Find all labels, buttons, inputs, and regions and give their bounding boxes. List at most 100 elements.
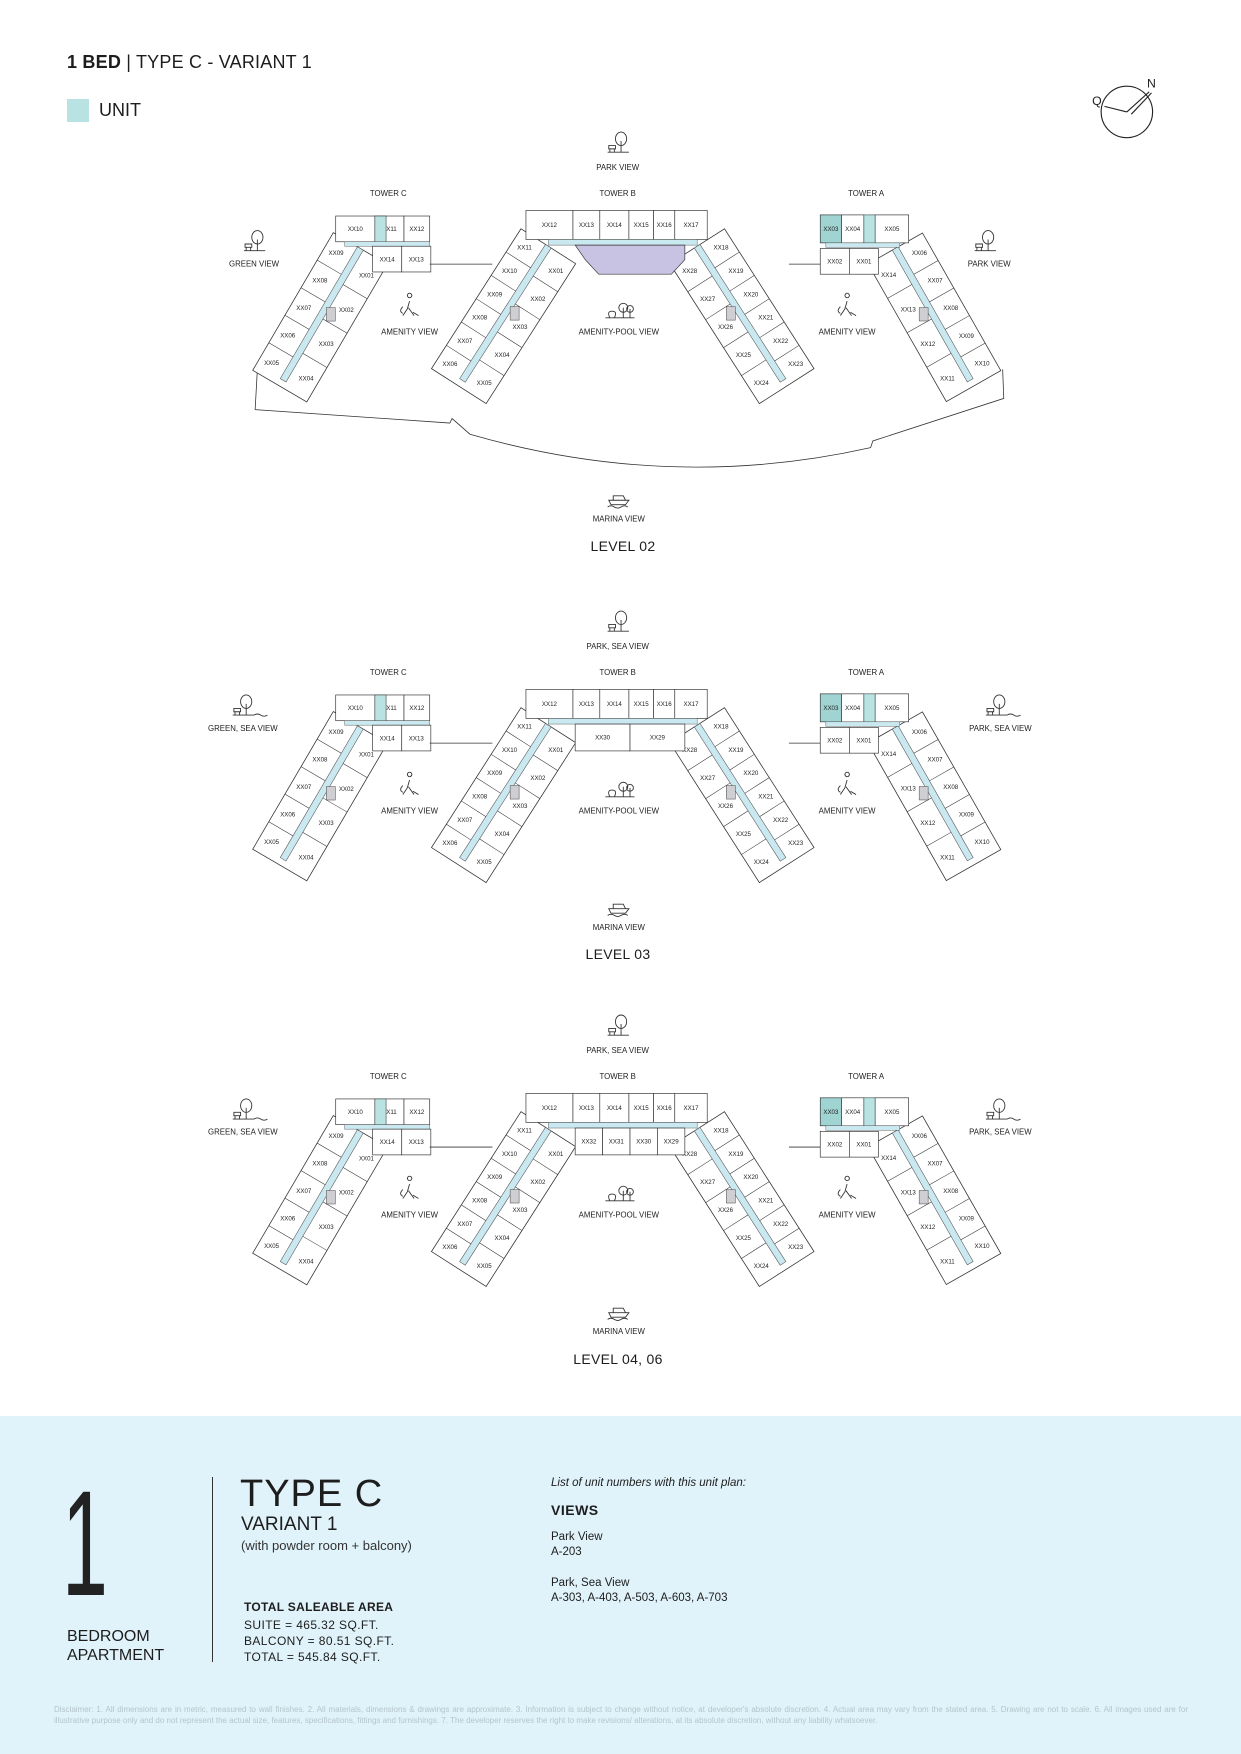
tree-bench-shape (985, 1098, 1008, 1120)
unit-number: XX29 (664, 1139, 680, 1146)
unit-number: XX10 (975, 839, 991, 846)
unit-divider (533, 754, 558, 771)
unit-number: XX19 (728, 1151, 744, 1158)
amenity-icon (837, 292, 857, 316)
tower-b-label: TOWER B (600, 189, 636, 198)
unit-cell (572, 1093, 601, 1123)
unit-number: XX11 (517, 724, 532, 731)
stair-cell (863, 693, 876, 723)
unit-divider (907, 318, 932, 334)
legend-unit-label: UNIT (99, 100, 141, 120)
unit-number: XX03 (319, 1224, 335, 1231)
unit-number: XX12 (409, 1109, 425, 1116)
unit-number: XX12 (920, 820, 936, 827)
unit-number: XX03 (512, 803, 528, 810)
view-name: Park, Sea View (551, 1577, 630, 1589)
person-shape (837, 292, 857, 316)
unit-divider (729, 754, 755, 771)
unit-number: XX16 (657, 1105, 673, 1112)
unit-cell (525, 1093, 574, 1123)
pool-icon (605, 781, 635, 798)
unit-cell (525, 210, 574, 240)
unit-number: XX10 (348, 226, 364, 233)
unit-number: XX13 (409, 256, 425, 263)
unit-divider (913, 260, 939, 275)
elevator-core (918, 307, 929, 322)
unit-cell (372, 1128, 403, 1156)
tower-c-label: TOWER C (370, 189, 407, 198)
unit-number: XX06 (442, 361, 458, 368)
unit-number: XX08 (312, 756, 328, 763)
unit-number: XX14 (881, 272, 897, 279)
unit-number: XX14 (380, 256, 396, 263)
elevator-core (918, 786, 929, 801)
unit-divider (687, 275, 713, 292)
unit-number: XX01 (359, 272, 375, 279)
views-heading: VIEWS (551, 1502, 599, 1518)
unit-summary-panel (0, 1416, 1241, 1754)
unit-divider (887, 1167, 913, 1182)
total-area: TOTAL = 545.84 SQ.FT. (244, 1650, 381, 1664)
unit-number: XX11 (940, 375, 955, 382)
unit-number: XX13 (579, 1105, 595, 1112)
unit-divider (476, 777, 501, 794)
unit-divider (887, 284, 913, 299)
unit-number: XX12 (409, 705, 425, 712)
unit-number: XX02 (530, 775, 546, 782)
unit-number: XX14 (607, 222, 623, 229)
corridor (825, 1125, 900, 1131)
unit-cell (525, 689, 574, 719)
marina-view-label: MARINA VIEW (593, 1327, 646, 1336)
pool-icon (605, 1185, 635, 1202)
unit-divider (687, 754, 713, 771)
unit-number: XX03 (823, 705, 839, 712)
amenity-view-label: AMENITY VIEW (819, 328, 876, 337)
unit-divider (342, 1167, 368, 1182)
unit-number: XX18 (713, 245, 729, 252)
unit-cell (628, 689, 654, 719)
person-shape (400, 292, 419, 316)
tree-bench-shape (232, 694, 255, 716)
sea-icon (232, 694, 268, 717)
unit-number: XX07 (457, 338, 473, 345)
unit-divider (505, 1134, 531, 1151)
unit-number: XX04 (495, 1235, 511, 1242)
page-title: 1 BED | TYPE C - VARIANT 1 (67, 52, 312, 73)
unit-number: XX10 (502, 268, 518, 275)
elevator-core (509, 1189, 520, 1204)
title-separator: | (121, 52, 136, 72)
unit-number: XX26 (718, 803, 734, 810)
unit-divider (515, 1186, 540, 1203)
unit-number: XX28 (682, 747, 698, 754)
unit-number: XX15 (634, 701, 650, 708)
unit-number: XX02 (827, 259, 843, 266)
unit-divider (476, 298, 501, 315)
person-shape (837, 771, 857, 795)
suite-area: SUITE = 465.32 SQ.FT. (244, 1618, 379, 1632)
unit-divider (714, 730, 740, 747)
area-heading: TOTAL SALEABLE AREA (244, 1600, 394, 1614)
trees-shape (605, 302, 635, 319)
unit-number: XX02 (827, 1141, 843, 1148)
unit-divider (461, 1204, 486, 1221)
unit-number: XX01 (856, 738, 872, 745)
unit-divider (960, 821, 986, 837)
stair-cell (374, 694, 387, 721)
unit-divider (729, 275, 755, 292)
tower-a: XX06XX07XX08XX09XX10XX14XX13XX12XX11XX03… (819, 214, 1002, 403)
elevator-core (726, 785, 736, 800)
unit-cell (372, 724, 403, 752)
amenity-pool-view-label: AMENITY-POOL VIEW (579, 807, 660, 816)
corridor (344, 241, 430, 247)
unit-number: XX09 (487, 770, 503, 777)
top-view-label: PARK, SEA VIEW (586, 1046, 649, 1055)
corridor (279, 1129, 364, 1266)
unit-number: XX25 (736, 1235, 752, 1242)
unit-divider (479, 1242, 505, 1259)
top-view-label: PARK VIEW (596, 163, 640, 172)
unit-divider (741, 1242, 767, 1259)
wave-shape (1006, 713, 1021, 717)
unit-divider (342, 763, 368, 778)
